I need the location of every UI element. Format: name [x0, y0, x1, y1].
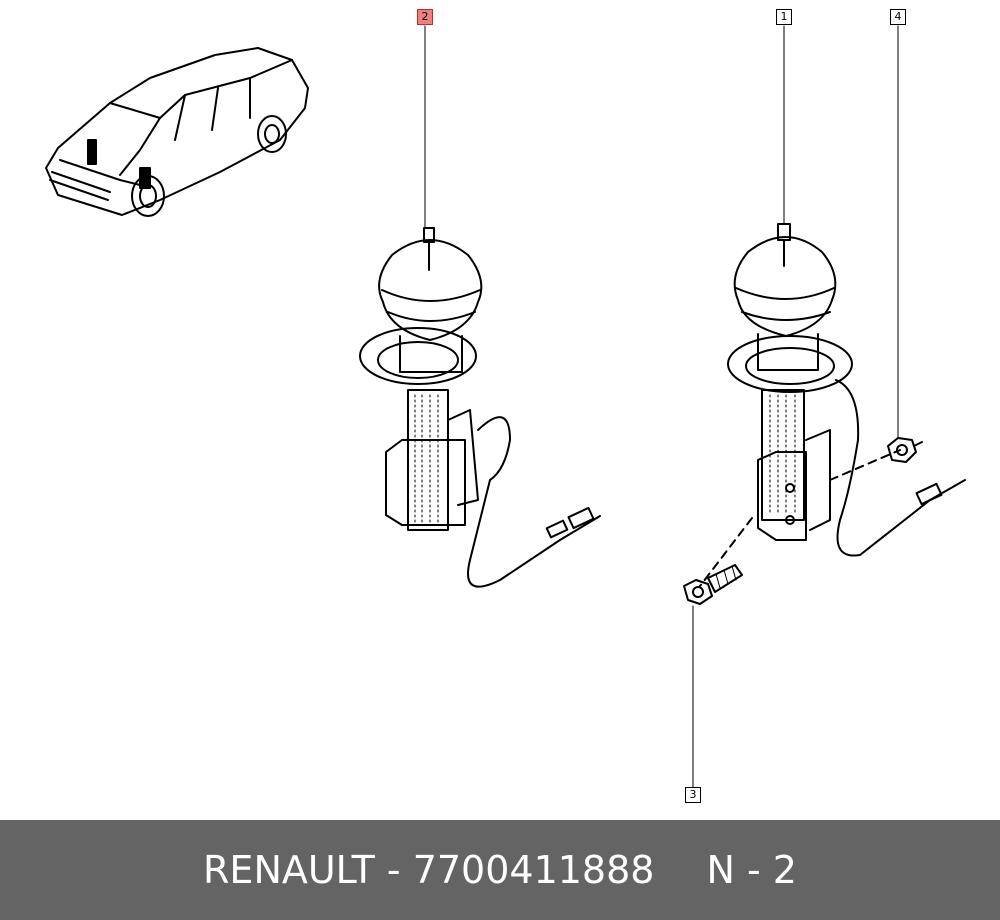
nut-icon	[887, 437, 923, 463]
car-icon	[45, 47, 309, 217]
callout-3[interactable]: 3	[685, 787, 701, 803]
parts-diagram	[45, 25, 966, 788]
callout-1[interactable]: 1	[776, 9, 792, 25]
part-number-text: RENAULT - 7700411888	[203, 848, 655, 892]
bolt-icon	[683, 564, 743, 605]
strut-assembly-icon	[699, 223, 966, 587]
callout-4[interactable]: 4	[890, 9, 906, 25]
strut-assembly-icon	[359, 227, 601, 588]
callout-2[interactable]: 2	[417, 9, 433, 25]
section-code-text: N - 2	[706, 848, 797, 892]
footer-bar: RENAULT - 7700411888 N - 2	[0, 820, 1000, 920]
